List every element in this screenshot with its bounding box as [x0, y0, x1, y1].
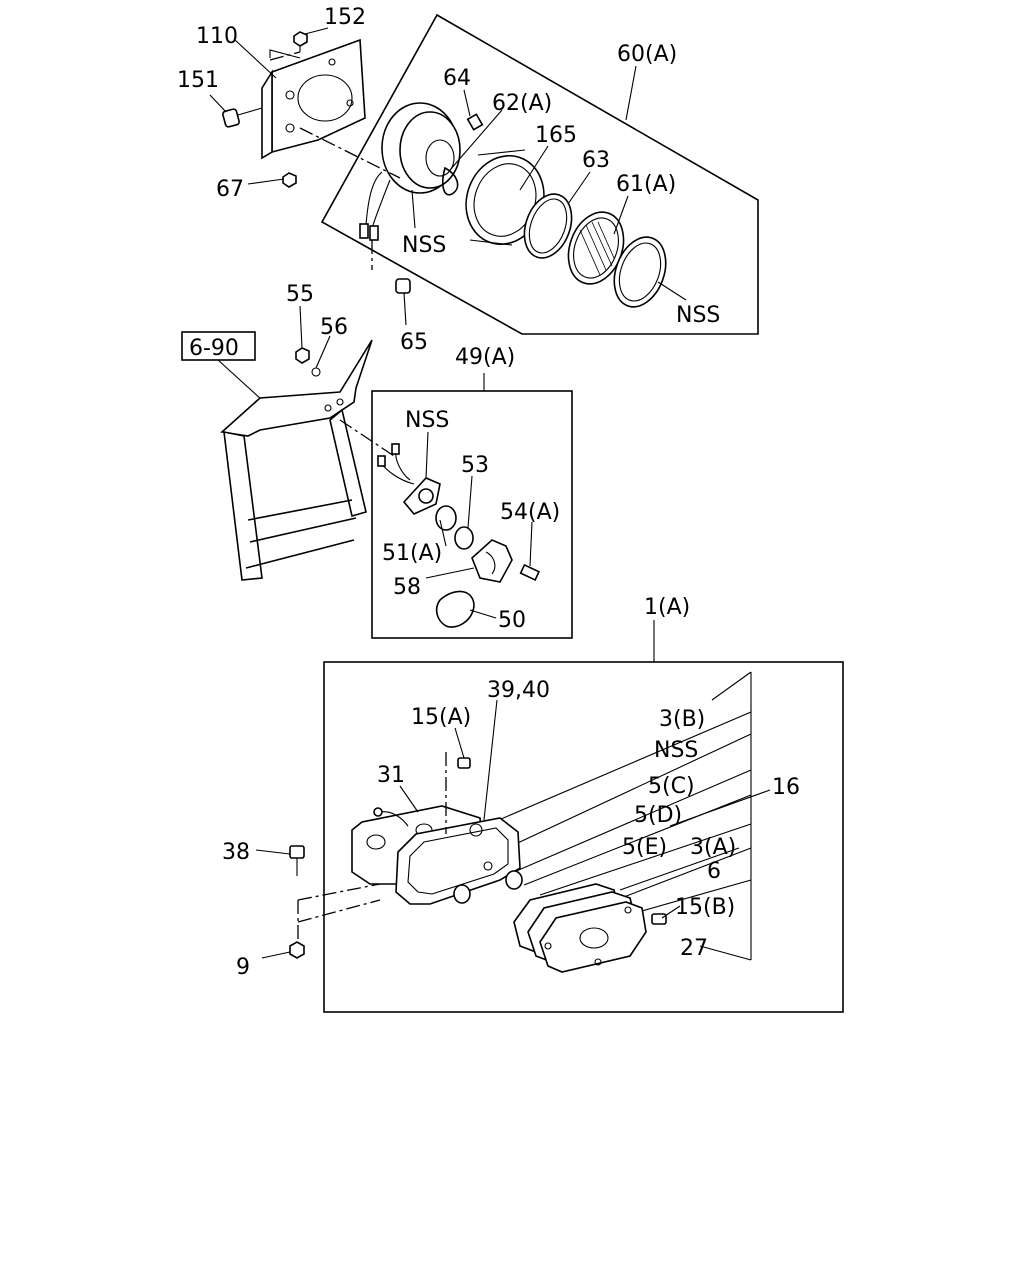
nut-9 [289, 941, 305, 959]
frame-group: 6-90 55 56 49(A) [181, 282, 573, 639]
callout-62a: 62(A) [492, 91, 552, 116]
callout-16: 16 [772, 775, 800, 800]
bolt-151 [222, 107, 263, 128]
callout-55: 55 [286, 282, 314, 307]
callout-67: 67 [216, 177, 244, 202]
callout-53: 53 [461, 453, 489, 478]
nut-55 [295, 347, 310, 364]
reference-6-90: 6-90 [189, 336, 239, 361]
callout-49a: 49(A) [455, 345, 515, 370]
callout-3a: 3(A) [690, 835, 736, 860]
callout-61a: 61(A) [616, 172, 676, 197]
clip-56 [311, 367, 321, 377]
nut-67 [282, 172, 297, 188]
callout-15a: 15(A) [411, 705, 471, 730]
mounting-bracket [261, 38, 366, 160]
group-outline-1a [323, 661, 844, 1013]
headlamp-assembly-group: 152 110 151 67 64 62(A) 60(A) 165 63 61(… [177, 5, 759, 355]
callout-152: 152 [324, 5, 366, 30]
callout-nss-gasket: NSS [676, 303, 720, 328]
group-outline-60a [320, 13, 759, 335]
lamp-housing [359, 102, 461, 241]
ring-63 [523, 193, 573, 259]
callout-5e: 5(E) [622, 835, 667, 860]
callout-5c: 5(C) [648, 774, 695, 799]
callout-39-40: 39,40 [487, 678, 550, 703]
callout-6: 6 [707, 859, 721, 884]
callout-50: 50 [498, 608, 526, 633]
callout-63: 63 [582, 148, 610, 173]
callout-51a: 51(A) [382, 541, 442, 566]
bolt-38 [289, 845, 305, 876]
callout-27: 27 [680, 936, 708, 961]
callout-nss-rear: NSS [654, 738, 698, 763]
screw-15b [651, 913, 667, 925]
callout-nss-lamp: NSS [402, 233, 446, 258]
frame-bracket [220, 339, 373, 581]
screw-65 [395, 278, 411, 294]
callout-15b: 15(B) [675, 895, 735, 920]
callout-54a: 54(A) [500, 500, 560, 525]
screw-15a [457, 757, 471, 769]
callout-60a: 60(A) [617, 42, 677, 67]
callout-165: 165 [535, 123, 577, 148]
screw-64 [466, 113, 484, 131]
callout-31: 31 [377, 763, 405, 788]
lens-61a [567, 211, 625, 285]
marker-lamp-parts [377, 443, 541, 628]
callout-1a: 1(A) [644, 595, 690, 620]
callout-56: 56 [320, 315, 348, 340]
callout-151: 151 [177, 68, 219, 93]
callout-nss-marker: NSS [405, 408, 449, 433]
nut-152 [293, 31, 308, 52]
callout-5d: 5(D) [634, 803, 682, 828]
callout-110: 110 [196, 24, 238, 49]
rear-lens-gaskets [513, 883, 647, 973]
gasket-nss [613, 236, 667, 308]
callout-9: 9 [236, 955, 250, 980]
group-outline-49a [371, 390, 573, 639]
callout-38: 38 [222, 840, 250, 865]
rear-lamp-group: 1(A) [222, 595, 844, 1013]
callout-58: 58 [393, 575, 421, 600]
callout-64: 64 [443, 66, 471, 91]
callout-3b: 3(B) [659, 707, 705, 732]
lamp-body-plate [395, 817, 523, 905]
callout-65: 65 [400, 330, 428, 355]
